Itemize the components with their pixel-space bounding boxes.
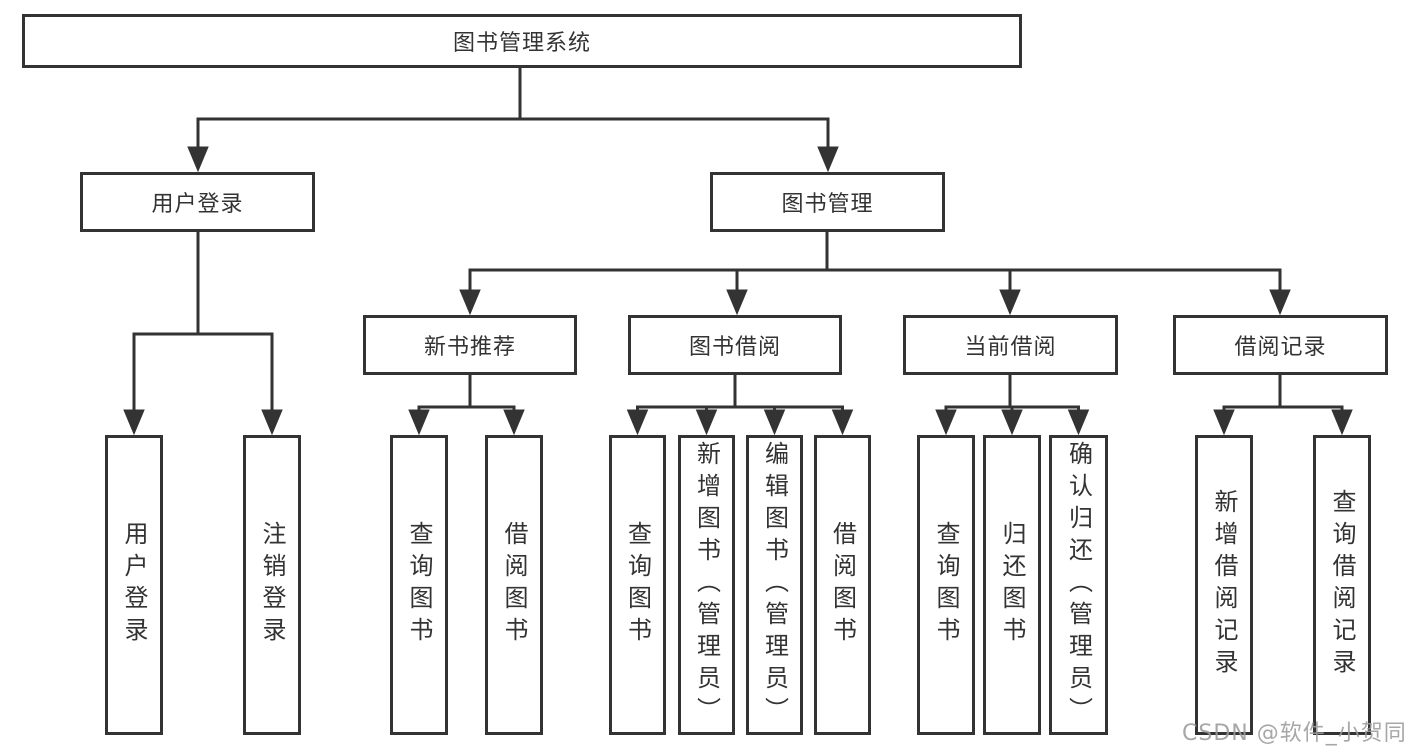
leaf-cb-return-books: 归还图书 xyxy=(983,435,1041,735)
connector-current-borrow-to-leaves xyxy=(935,375,1090,436)
node-current-borrow: 当前借阅 xyxy=(903,315,1118,375)
node-root-system: 图书管理系统 xyxy=(22,14,1022,68)
connector-new-book-recommend-to-leaves xyxy=(408,375,525,436)
leaf-nbr-borrow-books: 借阅图书 xyxy=(485,435,543,735)
leaf-user-login: 用户登录 xyxy=(105,435,163,735)
node-user-login: 用户登录 xyxy=(80,172,315,232)
leaf-bb-borrow-books: 借阅图书 xyxy=(814,435,871,735)
connector-borrow-records-to-leaves xyxy=(1213,375,1353,436)
leaf-cb-confirm-return-admin: 确认归还（管理员） xyxy=(1049,435,1108,735)
csdn-watermark: CSDN @软件_小贺同学 xyxy=(1182,721,1405,746)
connector-root-to-level2 xyxy=(187,68,839,173)
leaf-br-query-record: 查询借阅记录 xyxy=(1313,435,1371,735)
leaf-nbr-query-books: 查询图书 xyxy=(390,435,448,735)
connector-user-login-to-leaves xyxy=(123,232,283,436)
leaf-bb-query-books: 查询图书 xyxy=(609,435,666,735)
connector-book-management-to-level3 xyxy=(459,232,1291,316)
node-borrow-records: 借阅记录 xyxy=(1173,315,1388,375)
leaf-bb-edit-books-admin: 编辑图书（管理员） xyxy=(746,435,803,735)
node-book-management: 图书管理 xyxy=(710,172,945,232)
leaf-bb-add-books-admin: 新增图书（管理员） xyxy=(678,435,735,735)
leaf-br-add-record: 新增借阅记录 xyxy=(1195,435,1253,735)
leaf-cb-query-books: 查询图书 xyxy=(917,435,975,735)
leaf-logout: 注销登录 xyxy=(243,435,301,735)
node-book-borrow: 图书借阅 xyxy=(628,315,842,375)
connector-book-borrow-to-leaves xyxy=(626,375,854,436)
node-new-book-recommend: 新书推荐 xyxy=(363,315,577,375)
